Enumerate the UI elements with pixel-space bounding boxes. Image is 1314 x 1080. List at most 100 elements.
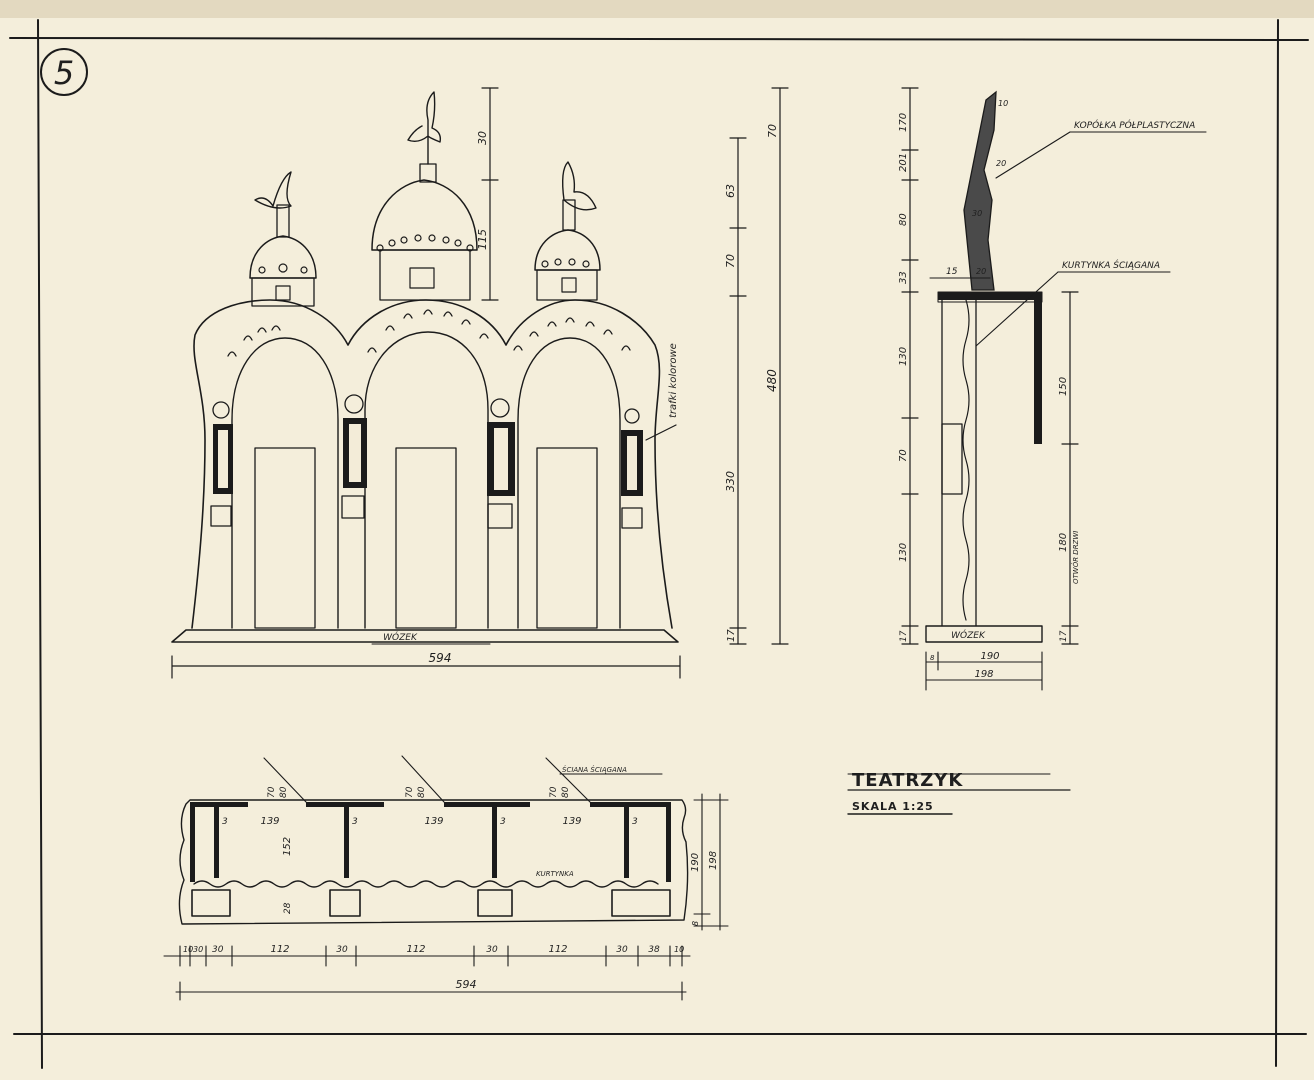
plan-bdim-3: 30	[212, 945, 224, 955]
arch-left	[231, 337, 339, 629]
section-label-top: KOPÓŁKA PÓŁPLASTYCZNA	[1074, 119, 1195, 131]
arch-scallops	[227, 309, 631, 357]
plan-bdim-11: 10	[674, 945, 684, 954]
section-back-wall	[1034, 296, 1042, 444]
dome-center-drum	[379, 249, 471, 301]
section-dim-door: 180	[1058, 533, 1069, 552]
plan-box-2	[329, 889, 361, 917]
section-dim-upper: 130	[898, 347, 909, 366]
plan-top-dim-2: 80	[279, 786, 289, 798]
door-left	[254, 447, 316, 629]
dome-center	[371, 179, 478, 251]
plan-bdim-1: 10	[183, 945, 193, 954]
plan-top-dim-4: 80	[417, 786, 427, 798]
plan-top-dim-1: 70	[267, 786, 277, 798]
section-finial	[963, 90, 997, 291]
front-dim-outer: 70	[766, 124, 779, 138]
dome-windows	[258, 234, 590, 301]
frame-top	[9, 37, 1309, 41]
paper-top-fold	[0, 0, 1314, 18]
front-width: 594	[429, 651, 452, 665]
plan-bdim-7: 30	[486, 945, 498, 955]
plan-post-3: 3	[500, 817, 506, 827]
section-cart-label: WÓZEK	[951, 629, 986, 641]
plan-box-4	[611, 889, 671, 917]
plan-bdim-9: 30	[616, 945, 628, 955]
section-dim-e: 30	[972, 209, 982, 218]
section-curtain	[962, 299, 970, 621]
side-section: WÓZEK KOPÓŁKA PÓŁPLASTYCZNA KURTYNKA ŚCI…	[898, 87, 1207, 691]
plan-bdim-10: 38	[648, 945, 660, 955]
plan-post-4: 3	[632, 817, 638, 827]
drawing-scale: SKALA 1:25	[852, 800, 934, 813]
spire-right	[562, 199, 576, 231]
dome-right-drum	[536, 269, 598, 301]
plan-span-2: 139	[424, 816, 443, 827]
front-dim-cart: 17	[726, 629, 737, 642]
section-cart	[925, 625, 1043, 643]
frame-right	[1275, 19, 1279, 1067]
front-dim-top: 30	[476, 131, 489, 145]
section-dim-b: 20	[996, 159, 1006, 168]
frame-left	[37, 19, 43, 1069]
spire-left	[276, 204, 290, 238]
plan-depth-lower: 28	[283, 902, 293, 914]
section-dim-150: 150	[1058, 377, 1069, 396]
front-dim-dome: 115	[476, 229, 489, 250]
plan-box-1	[191, 889, 231, 917]
arch-center	[364, 331, 489, 629]
section-dim-cart: 17	[899, 630, 909, 642]
sheet-number: 5	[40, 48, 88, 96]
section-dim-mid: 70	[898, 449, 909, 462]
section-dim-lower: 130	[898, 543, 909, 562]
front-dim-arch: 330	[724, 471, 737, 492]
plan-right-c: 8	[691, 921, 700, 926]
plan-bdim-6: 112	[406, 944, 425, 955]
front-elevation: WÓZEK	[171, 87, 789, 679]
front-base	[171, 629, 679, 643]
section-dim-d: 80	[898, 213, 909, 226]
plan-curtain	[193, 880, 659, 888]
title-block: TEATRZYK SKALA 1:25	[847, 770, 1071, 815]
plan-view: ŚCIANA ŚCIĄGANA KURTYNKA 70 80 70 80 70 …	[163, 755, 729, 1001]
plan-bdim-2: 30	[193, 945, 203, 954]
ornament-label: trafki kolorowe	[668, 343, 679, 418]
plan-label-wall: ŚCIANA ŚCIĄGANA	[562, 765, 627, 774]
plan-top-dim-6: 80	[561, 786, 571, 798]
plan-box-3	[477, 889, 513, 917]
plan-inner: 152	[282, 837, 293, 856]
sheet-number-text: 5	[54, 54, 74, 92]
door-right	[536, 447, 598, 629]
plan-top-dim-3: 70	[405, 786, 415, 798]
dome-left	[249, 235, 317, 279]
finial-center	[407, 91, 442, 165]
section-dim-depth-a: 190	[980, 651, 999, 662]
plan-bdim-8: 112	[548, 944, 567, 955]
front-cart-label: WÓZEK	[383, 631, 418, 643]
plan-span-1: 139	[260, 816, 279, 827]
front-dim-mid-a: 63	[724, 184, 737, 198]
plan-span-3: 139	[562, 816, 581, 827]
finial-right	[561, 161, 597, 211]
plan-bdim-5: 30	[336, 945, 348, 955]
front-dim-mid-b: 70	[724, 254, 737, 268]
section-dim-small: 8	[930, 654, 935, 662]
plan-right-a: 190	[690, 853, 701, 872]
drawing-title: TEATRZYK	[852, 770, 963, 791]
finial-left	[254, 171, 292, 209]
section-dim-cart-r: 17	[1059, 630, 1069, 642]
section-dim-f: 33	[898, 271, 909, 284]
front-dim-total: 480	[765, 369, 779, 392]
section-dim-a: 170	[898, 113, 909, 132]
section-dim-top: 10	[998, 99, 1008, 108]
plan-label-curtain: KURTYNKA	[536, 870, 574, 878]
plan-total: 594	[456, 978, 477, 991]
door-center	[395, 447, 457, 629]
ornament-leader	[645, 424, 677, 441]
plan-top-dim-5: 70	[549, 786, 559, 798]
plan-bdim-4: 112	[270, 944, 289, 955]
arch-right	[517, 337, 621, 629]
